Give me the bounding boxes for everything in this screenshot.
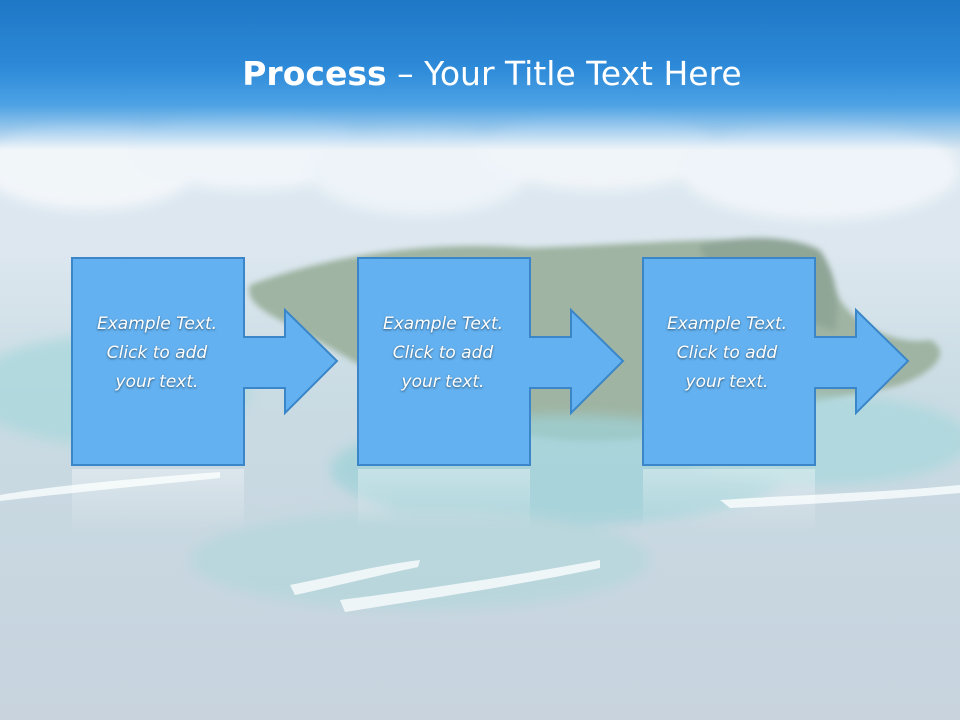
title-dash: – [386, 54, 425, 93]
step-1-text[interactable]: Example Text. Click to add your text. [71, 310, 243, 397]
slide-title[interactable]: Process – Your Title Text Here [0, 52, 960, 96]
step-1-reflection [72, 469, 244, 531]
step-3-reflection [643, 469, 815, 531]
step-3-shape[interactable] [642, 257, 910, 466]
step-2-line-3: your text. [401, 372, 485, 392]
step-1-line-3: your text. [115, 372, 199, 392]
step-2-reflection [358, 469, 530, 531]
step-3-line-3: your text. [685, 372, 769, 392]
step-3-line-2: Click to add [676, 343, 778, 363]
title-strong: Process [242, 54, 387, 93]
step-1-shape[interactable] [71, 257, 339, 466]
step-2-shape[interactable] [357, 257, 625, 466]
title-bar [0, 0, 960, 150]
step-2-line-2: Click to add [392, 343, 494, 363]
step-3-line-1: Example Text. [666, 314, 788, 334]
step-1-line-2: Click to add [106, 343, 208, 363]
step-2-line-1: Example Text. [382, 314, 504, 334]
step-2-text[interactable]: Example Text. Click to add your text. [357, 310, 529, 397]
step-3-text[interactable]: Example Text. Click to add your text. [641, 310, 813, 397]
title-rest: Your Title Text Here [424, 54, 742, 93]
step-1-line-1: Example Text. [96, 314, 218, 334]
